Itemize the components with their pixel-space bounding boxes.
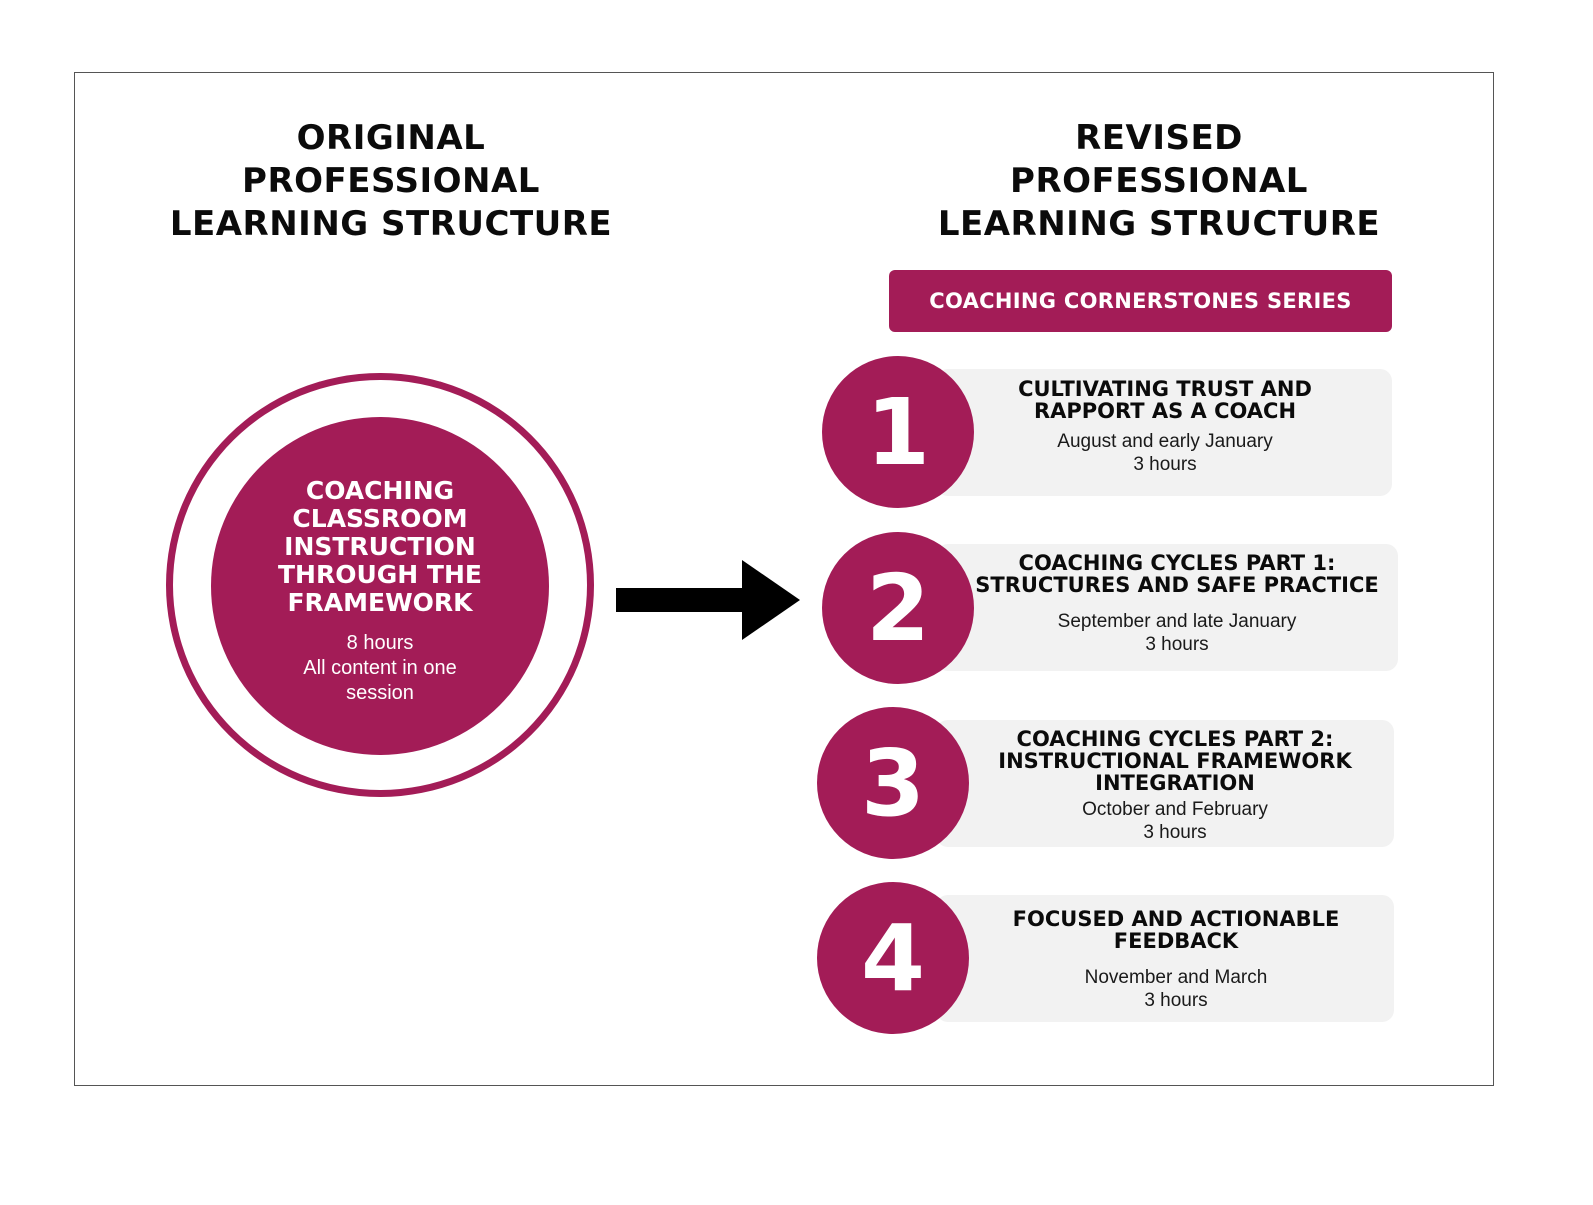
session-meta-2: September and late January 3 hours — [962, 610, 1392, 656]
session-number-badge-2: 2 — [822, 532, 974, 684]
session-text-3: COACHING CYCLES PART 2: INSTRUCTIONAL FR… — [960, 728, 1390, 844]
arrow-head — [742, 560, 800, 640]
original-heading-line: ORIGINAL — [296, 118, 486, 158]
original-session-circle: COACHING CLASSROOM INSTRUCTION THROUGH T… — [211, 417, 549, 755]
session-text-1: CULTIVATING TRUST AND RAPPORT AS A COACH… — [960, 378, 1370, 476]
session-meta-4: November and March 3 hours — [966, 966, 1386, 1012]
session-duration: 3 hours — [1133, 454, 1197, 475]
session-duration: 3 hours — [1145, 634, 1209, 655]
revised-heading: REVISED PROFESSIONAL LEARNING STRUCTURE — [918, 117, 1400, 246]
original-session-detail-line: session — [346, 681, 414, 704]
session-title-2: COACHING CYCLES PART 1: STRUCTURES AND S… — [962, 552, 1392, 596]
original-heading: ORIGINAL PROFESSIONAL LEARNING STRUCTURE — [150, 117, 632, 246]
diagram-frame — [74, 72, 1494, 1086]
session-title-line: INSTRUCTIONAL FRAMEWORK — [998, 749, 1352, 773]
original-session-detail-line: All content in one — [303, 656, 457, 679]
original-session-title-line: COACHING — [305, 475, 455, 505]
session-number-badge-1: 1 — [822, 356, 974, 508]
session-text-4: FOCUSED AND ACTIONABLE FEEDBACK November… — [966, 908, 1386, 1012]
session-number-badge-3: 3 — [817, 707, 969, 859]
original-session-title-line: FRAMEWORK — [287, 587, 473, 617]
session-schedule: September and late January — [1057, 611, 1297, 632]
revised-heading-line: REVISED — [1075, 118, 1243, 158]
session-card-3 — [936, 720, 1394, 847]
session-meta-1: August and early January 3 hours — [960, 430, 1370, 476]
session-card-1 — [936, 369, 1392, 496]
original-session-title-line: INSTRUCTION — [284, 531, 476, 561]
session-number-badge-4: 4 — [817, 882, 969, 1034]
original-session-detail-line: 8 hours — [346, 631, 414, 654]
session-card-4 — [936, 895, 1394, 1022]
session-title-line: FOCUSED AND ACTIONABLE — [1012, 907, 1340, 931]
session-text-2: COACHING CYCLES PART 1: STRUCTURES AND S… — [962, 552, 1392, 656]
original-session-ring — [166, 373, 594, 797]
arrow-right-icon — [616, 560, 800, 640]
series-banner: COACHING CORNERSTONES SERIES — [889, 270, 1392, 332]
session-duration: 3 hours — [1143, 822, 1207, 843]
session-meta-3: October and February 3 hours — [960, 798, 1390, 844]
session-title-line: INTEGRATION — [1095, 771, 1255, 795]
session-schedule: October and February — [1082, 799, 1268, 820]
original-session-details: 8 hours All content in one session — [280, 631, 480, 706]
session-duration: 3 hours — [1144, 990, 1208, 1011]
original-heading-line: PROFESSIONAL — [242, 161, 540, 201]
original-session-title: COACHING CLASSROOM INSTRUCTION THROUGH T… — [260, 475, 500, 617]
session-title-line: STRUCTURES AND SAFE PRACTICE — [975, 573, 1379, 597]
original-session-title-line: CLASSROOM — [292, 503, 468, 533]
session-title-1: CULTIVATING TRUST AND RAPPORT AS A COACH — [960, 378, 1370, 422]
session-card-2 — [936, 544, 1398, 671]
session-title-line: CULTIVATING TRUST AND — [1018, 377, 1312, 401]
revised-heading-line: LEARNING STRUCTURE — [937, 204, 1381, 244]
session-title-3: COACHING CYCLES PART 2: INSTRUCTIONAL FR… — [960, 728, 1390, 794]
session-title-line: COACHING CYCLES PART 2: — [1016, 727, 1334, 751]
original-heading-line: LEARNING STRUCTURE — [169, 204, 613, 244]
revised-heading-line: PROFESSIONAL — [1010, 161, 1308, 201]
session-schedule: August and early January — [1057, 431, 1273, 452]
original-session-title-line: THROUGH THE — [278, 559, 482, 589]
session-title-4: FOCUSED AND ACTIONABLE FEEDBACK — [966, 908, 1386, 952]
session-schedule: November and March — [1084, 967, 1268, 988]
session-title-line: FEEDBACK — [1113, 929, 1239, 953]
arrow-shaft — [616, 588, 744, 612]
session-title-line: RAPPORT AS A COACH — [1033, 399, 1297, 423]
session-title-line: COACHING CYCLES PART 1: — [1018, 551, 1336, 575]
